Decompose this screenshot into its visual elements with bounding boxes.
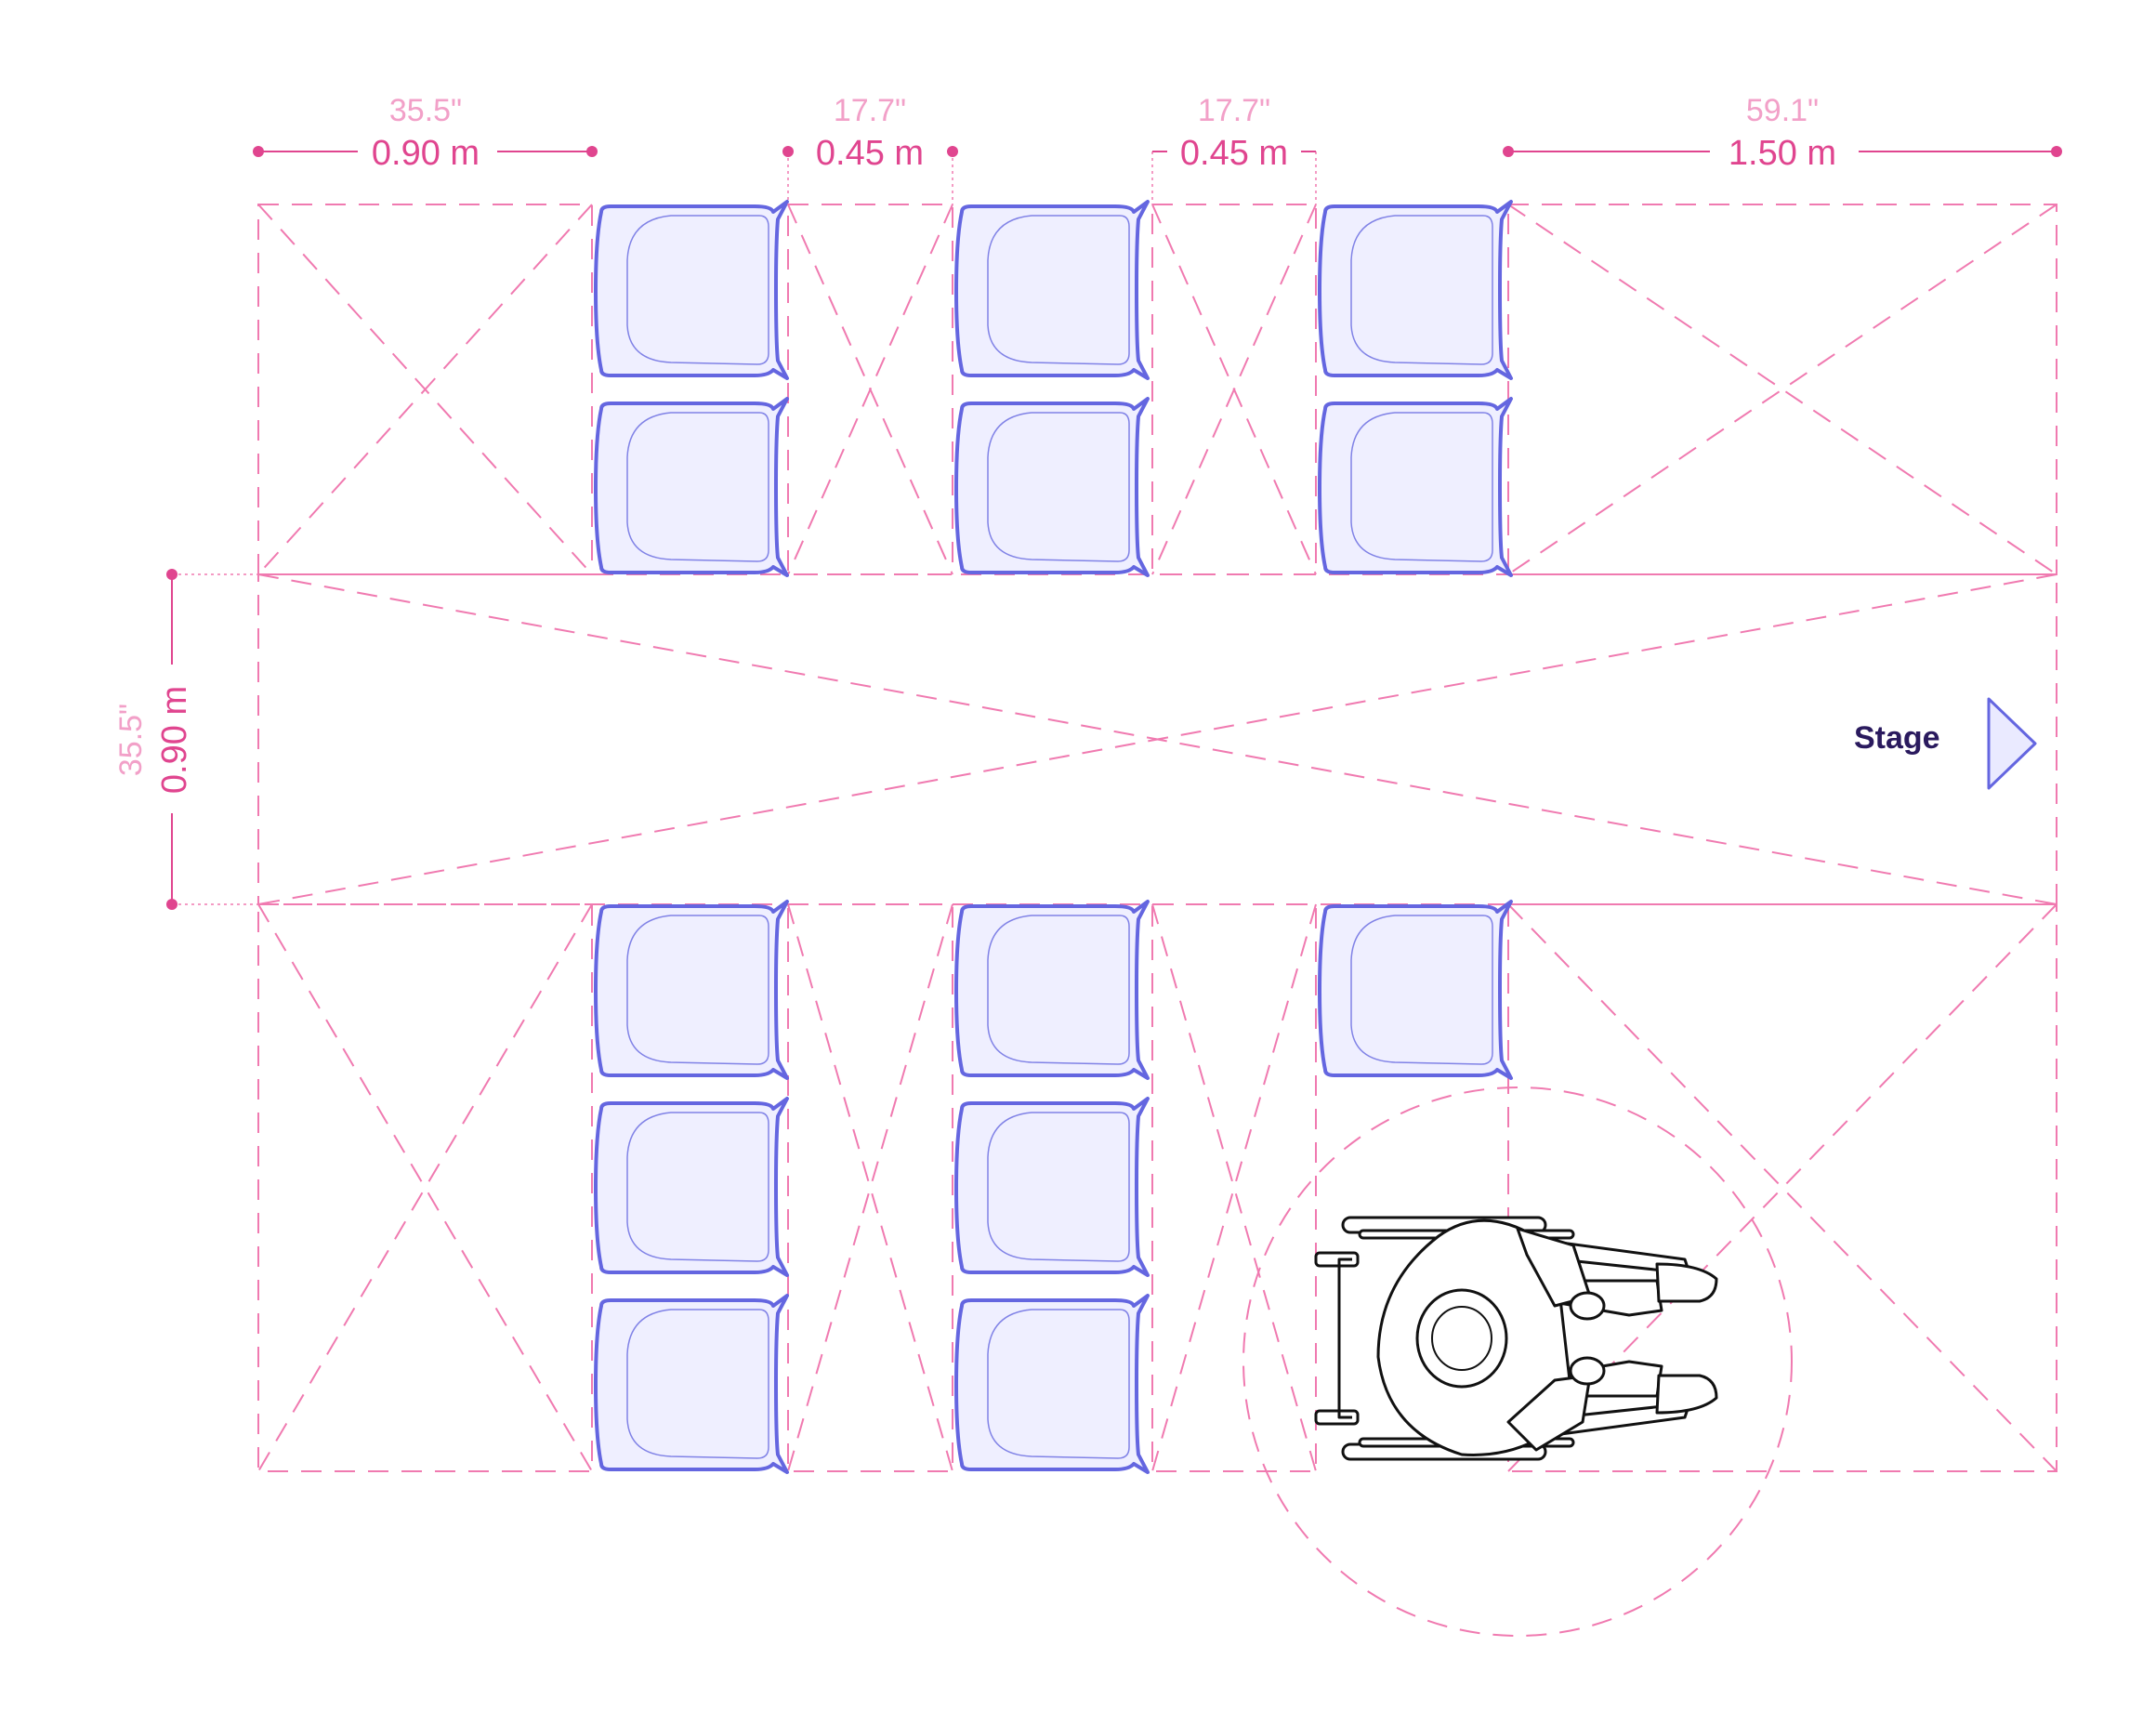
guide-box <box>257 573 2057 905</box>
center-aisle-imperial: 35.5" <box>113 704 149 776</box>
dimension-center-aisle: 35.5" 0.90 m <box>113 569 258 910</box>
aisle-right-imperial: 59.1" <box>1746 93 1819 128</box>
chair-icon <box>954 200 1150 380</box>
gap-1-imperial: 17.7" <box>834 93 906 128</box>
chair-icon <box>594 397 789 577</box>
stage-arrow-icon <box>1987 697 2037 790</box>
aisle-right-metric: 1.50 m <box>1729 134 1836 173</box>
dimension-gap-2: 17.7" 0.45 m <box>1151 93 1317 204</box>
stage-label: Stage <box>1854 720 1940 756</box>
chair-icon <box>1318 200 1513 380</box>
chair-icon <box>954 1294 1150 1474</box>
chair-icon <box>594 1294 789 1474</box>
clearance-guides <box>257 204 2057 1472</box>
guide-box <box>1151 204 1317 575</box>
dimension-gap-1: 17.7" 0.45 m <box>782 93 958 204</box>
guide-box <box>787 204 953 575</box>
chair-icon <box>954 900 1150 1080</box>
chair-icon <box>594 900 789 1080</box>
guide-box <box>1507 204 2057 575</box>
aisle-left-metric: 0.90 m <box>372 134 480 173</box>
guide-box <box>1151 903 1317 1472</box>
chair-icon <box>954 397 1150 577</box>
wheelchair-user-icon <box>1314 1216 1718 1461</box>
gap-1-metric: 0.45 m <box>816 134 924 173</box>
wheelchair-turning-circle <box>1242 1086 1793 1637</box>
chair-icon <box>1318 397 1513 577</box>
chair-icon <box>594 200 789 380</box>
gap-2-metric: 0.45 m <box>1180 134 1288 173</box>
gap-2-imperial: 17.7" <box>1198 93 1270 128</box>
guide-box <box>787 903 953 1472</box>
dimension-aisle-right: 59.1" 1.50 m <box>1503 93 2062 173</box>
guide-box <box>257 204 593 575</box>
guide-box <box>257 903 593 1472</box>
guide-box <box>1507 903 2057 1472</box>
center-aisle-metric: 0.90 m <box>155 686 194 794</box>
stage-marker: Stage <box>1854 697 2037 790</box>
aisle-left-imperial: 35.5" <box>389 93 462 128</box>
chair-icon <box>954 1097 1150 1277</box>
chair-icon <box>1318 900 1513 1080</box>
dimension-aisle-left: 35.5" 0.90 m <box>253 93 598 173</box>
chair-icon <box>594 1097 789 1277</box>
chairs-group <box>594 200 1513 1474</box>
